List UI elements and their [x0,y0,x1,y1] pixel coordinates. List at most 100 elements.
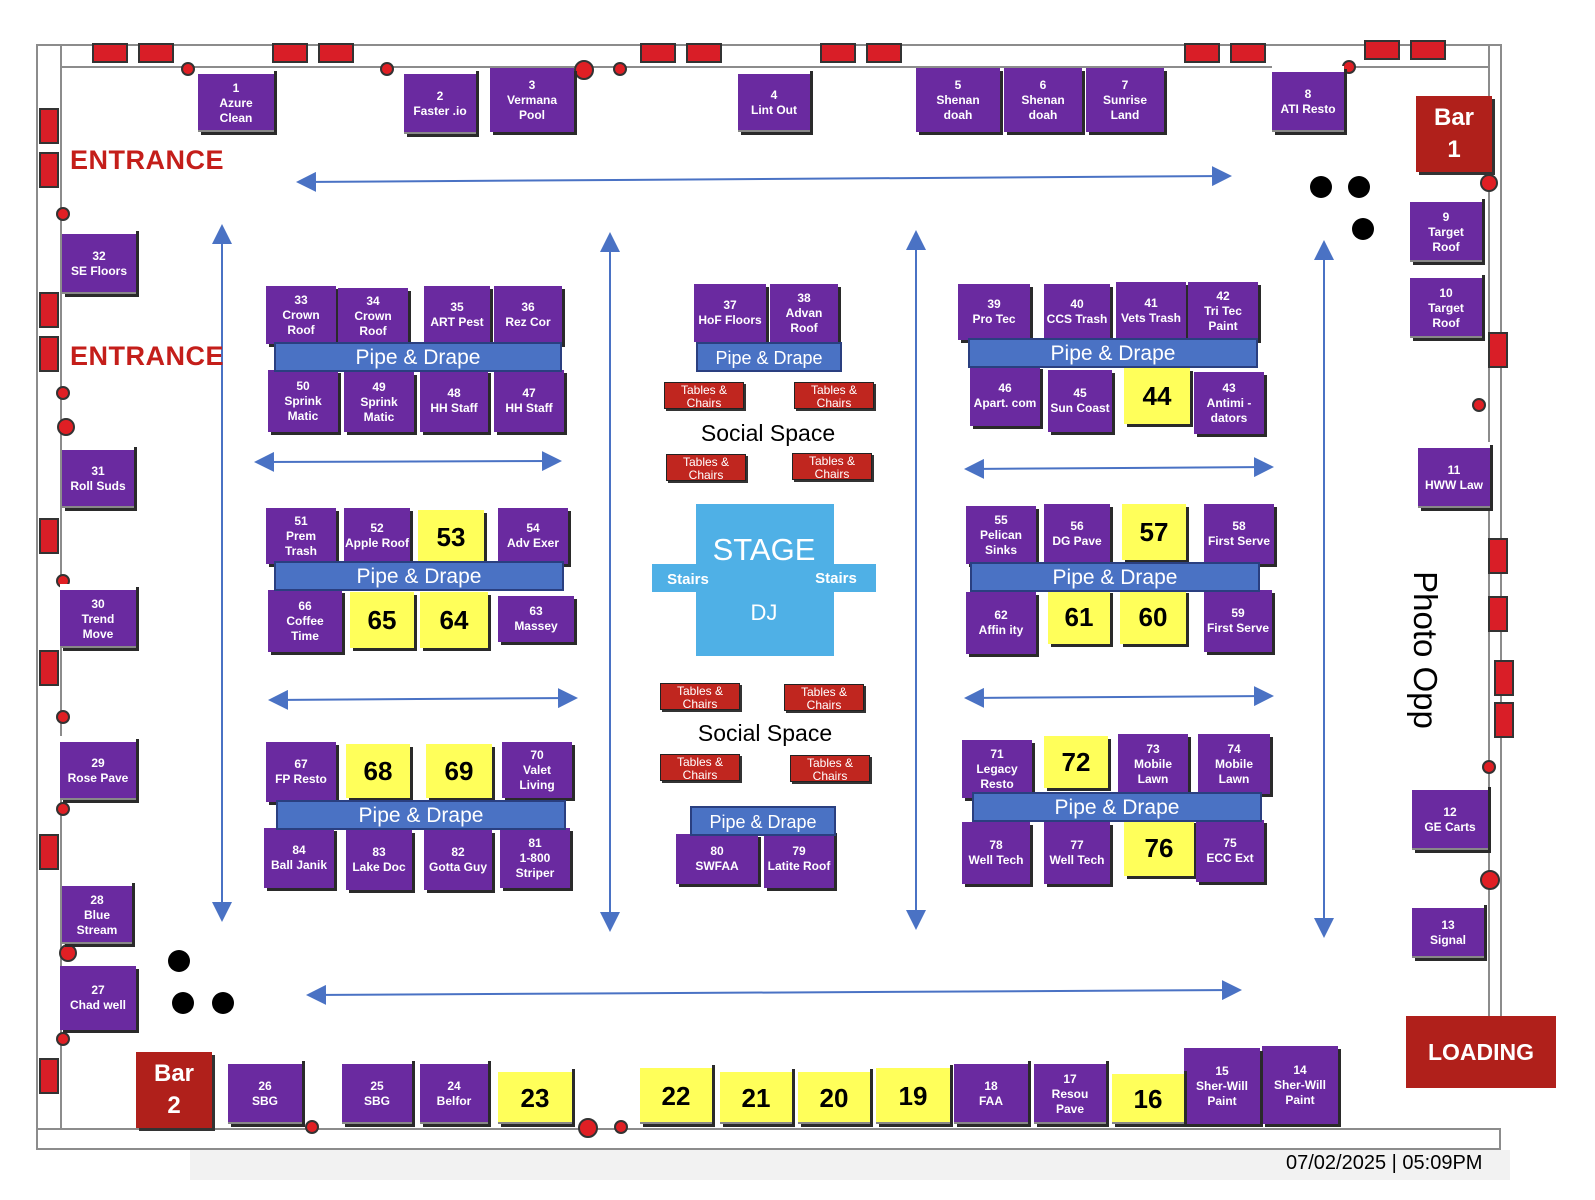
booth-20[interactable]: 20 [798,1066,870,1124]
booth-number: 40 [1070,297,1084,311]
booth-number: 35 [450,300,464,314]
booth-68[interactable]: 68 [346,744,410,798]
booth-number: 48 [447,386,461,400]
booth-23[interactable]: 23 [498,1066,572,1124]
bar-number: 1 [1447,136,1461,163]
booth-65[interactable]: 65 [350,592,414,648]
booth-53[interactable]: 53 [418,510,484,564]
booth-44[interactable]: 44 [1124,368,1190,424]
booth-22[interactable]: 22 [640,1062,712,1124]
booth-69[interactable]: 69 [426,744,492,798]
wall-marker-dot [1482,760,1496,774]
booth-57[interactable]: 57 [1122,504,1186,560]
wall-fixture [640,43,676,63]
booth-21[interactable]: 21 [720,1066,792,1124]
booth-name: Chad well [69,998,126,1012]
booth-16[interactable]: 16 [1112,1068,1184,1124]
booth-name: Sprink Matic [284,393,322,423]
tables-chairs: Tables & Chairs [784,684,864,712]
booth-61[interactable]: 61 [1048,590,1110,644]
wall-marker-dot [614,1120,628,1134]
booth-name: Lint Out [751,103,797,117]
booth-64[interactable]: 64 [420,592,488,648]
booth-name: Mobile Lawn [1134,756,1172,786]
booth-name: SWFAA [695,859,739,873]
booth-76[interactable]: 76 [1124,820,1194,876]
booth-72[interactable]: 72 [1044,736,1108,788]
wall-fixture [1494,702,1514,738]
booth-number: 47 [522,386,536,400]
booth-name: Gotta Guy [428,860,487,874]
booth-19[interactable]: 19 [876,1062,950,1124]
booth-60[interactable]: 60 [1120,590,1186,644]
